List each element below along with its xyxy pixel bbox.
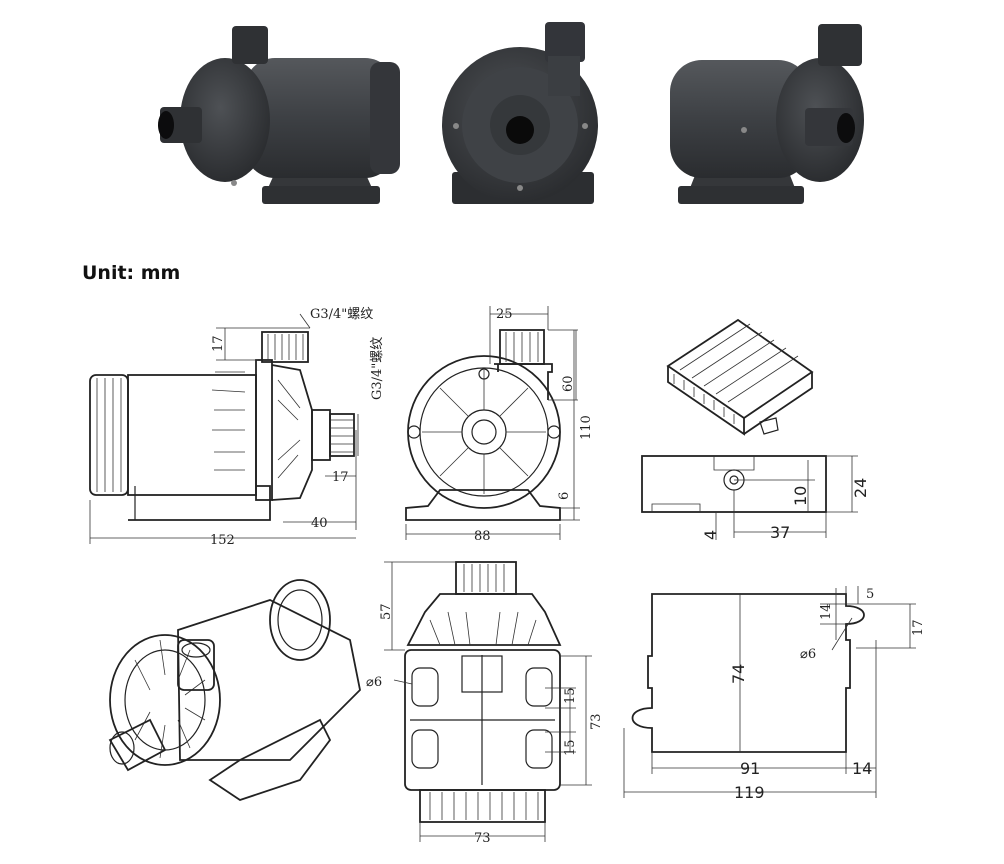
dim-15a: 15 <box>563 687 578 704</box>
dim-5: 5 <box>866 587 874 602</box>
dim-24: 24 <box>851 478 870 498</box>
dim-73-side: 73 <box>589 713 604 730</box>
dim-15b: 15 <box>563 739 578 756</box>
dim-74: 74 <box>729 664 748 684</box>
dim-thread-top: G3/4"螺纹 <box>310 307 373 322</box>
base-plate-drawing <box>623 586 916 798</box>
product-photos <box>158 22 864 204</box>
bottom-view-drawing <box>384 561 592 842</box>
dim-88: 88 <box>474 529 491 544</box>
dim-57: 57 <box>379 603 394 620</box>
dim-37: 37 <box>770 523 790 542</box>
side-view-drawing <box>89 313 359 544</box>
dim-40: 40 <box>311 516 328 531</box>
pump-photo-left <box>158 26 400 204</box>
dim-17: 17 <box>911 619 926 636</box>
dim-17-top: 17 <box>211 335 226 352</box>
dim-17-side: 17 <box>332 470 349 485</box>
unit-label: Unit: mm <box>82 262 181 284</box>
dim-14-top: 14 <box>819 603 834 620</box>
dim-152: 152 <box>210 533 235 548</box>
dim-110: 110 <box>579 415 594 440</box>
front-view-drawing <box>405 306 580 540</box>
dim-6: 6 <box>557 492 572 500</box>
dim-phi6-bottom: ⌀6 <box>366 675 382 690</box>
dim-91: 91 <box>740 759 760 778</box>
dim-10: 10 <box>791 486 810 506</box>
dim-phi6-plate: ⌀6 <box>800 647 816 662</box>
dim-thread-side: G3/4"螺纹 <box>370 337 385 400</box>
pump-photo-front <box>442 22 598 204</box>
dim-60: 60 <box>561 375 576 392</box>
dim-119: 119 <box>734 783 765 802</box>
dim-14-bottom: 14 <box>852 759 872 778</box>
pump-iso-drawing <box>108 579 361 801</box>
dim-25: 25 <box>496 307 513 322</box>
dim-73-bottom: 73 <box>474 831 491 846</box>
controller-iso-drawing <box>666 318 814 436</box>
dim-4: 4 <box>701 530 720 540</box>
controller-side-drawing <box>641 455 858 540</box>
pump-photo-right <box>670 24 864 204</box>
